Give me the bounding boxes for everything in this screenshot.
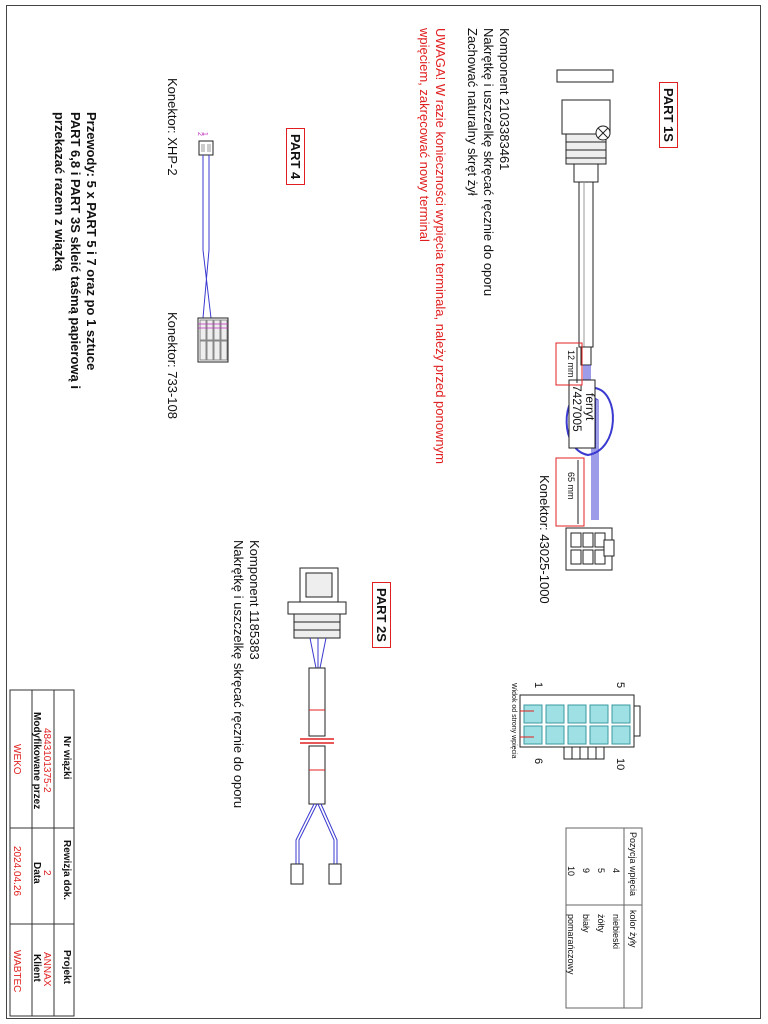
pin-table-grid: [565, 827, 643, 1009]
title-value-project: ANNAX: [41, 952, 52, 987]
part2s-cable: [290, 637, 342, 885]
pin-table-cell: 9: [581, 868, 591, 874]
title-value-revision: 2: [41, 870, 52, 876]
title-value-harness-no: 4843101375-2: [41, 728, 52, 793]
part1s-instruction-2: Zachować naturalny skręt żył: [465, 28, 480, 196]
note-line-2: PART 6,8 i PART 3S skleić taśmą papierow…: [68, 112, 83, 389]
ferrite-label: ferryt: [583, 393, 597, 421]
dim-12mm: 12 mm: [566, 350, 576, 378]
part1s-gland: [556, 69, 614, 183]
part1s-warning-1: UWAGA! W razie konieczności wypięcia ter…: [433, 28, 448, 464]
part2s-component: Komponent 1185383: [247, 540, 262, 660]
pinout-label-6: 6: [532, 758, 544, 765]
title-header-client: Klient: [31, 954, 42, 982]
part4-harness: [197, 140, 229, 363]
part4-connector-left: Konektor: XHP-2: [165, 78, 180, 176]
pin-table-cell: 10: [566, 866, 576, 877]
pin-table-cell: biały: [581, 914, 591, 933]
part2s-gland: [287, 567, 347, 639]
pin-table-cell: 4: [611, 868, 621, 874]
part1s-component: Komponent 2103383461: [497, 28, 512, 171]
title-value-modified-by: WEKO: [11, 744, 22, 775]
part4-tag: PART 4: [286, 128, 305, 186]
pin-table-cell: niebieski: [611, 914, 621, 950]
pin-table-cell: 5: [596, 868, 606, 874]
part1s-warning-2: wpięciem, zakręcować nowy terminal: [417, 28, 432, 242]
part1s-connector-label: Konektor: 43025-1000: [537, 475, 552, 604]
note-line-3: przekazać razem z wiązką: [52, 112, 67, 271]
title-header-project: Projekt: [61, 950, 72, 984]
note-line-1: Przewody: 5 x PART 5 i 7 oraz po 1 sztuc…: [84, 112, 99, 371]
pin-table-header-color: kolor żyły: [628, 910, 638, 948]
ferrite-code: 7427005: [570, 385, 584, 432]
part2s-instruction: Nakrętkę i uszczelkę skręcać ręcznie do …: [231, 540, 246, 809]
title-header-modified-by: Modyfikowane przez: [31, 712, 42, 810]
title-value-client: WABTEC: [11, 950, 22, 993]
title-header-date: Data: [31, 862, 42, 884]
pinout-label-1: 1: [532, 682, 544, 689]
part2s-tag: PART 2S: [372, 582, 391, 648]
pinout-connector: [519, 694, 641, 760]
pin-table-cell: żółty: [596, 914, 606, 933]
pinout-caption: Widok od strony wpięcia: [510, 683, 517, 759]
sheet-border: [6, 5, 761, 1019]
dim-65mm: 65 mm: [566, 472, 576, 500]
pinout-label-10: 10: [614, 758, 626, 771]
pin-table-cell: pomarańczowy: [566, 914, 576, 975]
part4-pin-2: 2: [196, 132, 203, 136]
title-header-revision: Rewizja dok.: [61, 840, 72, 901]
title-value-date: 2024.04.26: [11, 846, 22, 897]
title-header-harness-no: Nr wiązki: [61, 736, 72, 780]
part1s-instruction-1: Nakrętkę i uszczelkę skręcać ręcznie do …: [481, 28, 496, 297]
title-block-grid: [9, 689, 75, 1017]
pinout-label-5: 5: [614, 682, 626, 689]
part1s-connector: [565, 527, 615, 571]
part1s-tag: PART 1S: [659, 82, 678, 148]
part1s-cable: [555, 181, 614, 527]
part4-connector-right: Konektor: 733-108: [165, 312, 180, 419]
pin-table-header-position: Pozycja wpięcia: [628, 832, 638, 897]
